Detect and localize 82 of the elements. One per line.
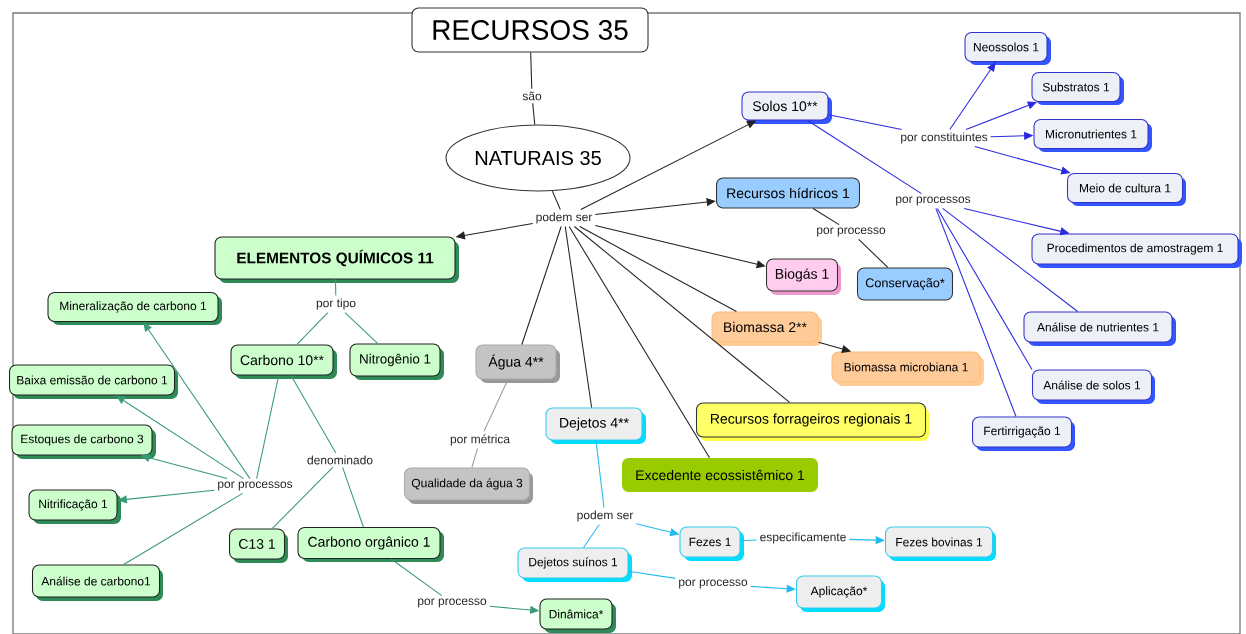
concept-box: Recursos hídricos 1 xyxy=(715,177,861,209)
concept-box: Dejetos 4** xyxy=(545,407,646,444)
connector-line xyxy=(579,226,737,312)
connector-line xyxy=(296,312,329,345)
connector-line xyxy=(935,207,1017,417)
connector-line xyxy=(568,226,711,459)
concept-box: Análise de carbono1 xyxy=(31,564,163,601)
linking-phrase: especificamente xyxy=(757,529,850,547)
concept-box: Aplicação* xyxy=(795,575,885,612)
linking-phrase: por constituintes xyxy=(897,129,991,147)
connector-line xyxy=(942,207,1079,312)
concept-box: Neossolos 1 xyxy=(964,31,1051,65)
concept-box: RECURSOS 35 xyxy=(411,7,649,53)
linking-phrase: podem ser xyxy=(574,507,636,525)
connector-line xyxy=(828,114,903,130)
concept-box: ELEMENTOS QUÍMICOS 11 xyxy=(214,236,459,283)
connector-line xyxy=(471,448,478,468)
connector-line xyxy=(342,466,364,528)
concept-box: Qualidade da água 3 xyxy=(403,467,533,504)
concept-box: Biomassa microbiana 1 xyxy=(831,351,984,386)
concept-box: Carbono orgânico 1 xyxy=(297,526,444,562)
linking-phrase: são xyxy=(519,88,545,103)
concept-box: Biomassa 2** xyxy=(711,311,822,346)
linking-phrase: por processos xyxy=(892,193,974,209)
concept-box: Micronutrientes 1 xyxy=(1033,118,1152,152)
concept-box: Dinâmica* xyxy=(539,598,616,633)
connector-line xyxy=(858,238,889,268)
arrow xyxy=(750,584,796,593)
connector-line xyxy=(583,524,600,548)
concept-box: Mineralização de carbono 1 xyxy=(47,291,222,325)
connector-line xyxy=(573,226,791,403)
linking-phrase: por processos xyxy=(214,478,296,494)
connector-line xyxy=(812,208,840,226)
concept-box: Nitrogênio 1 xyxy=(349,343,444,380)
concept-box: Conservação* xyxy=(856,267,954,301)
connector-line xyxy=(521,226,562,345)
concept-box: Biogás 1 xyxy=(765,258,841,295)
concept-box: Baixa emissão de carbono 1 xyxy=(8,364,178,399)
arrow xyxy=(594,197,716,216)
linking-phrase: por métrica xyxy=(447,431,513,449)
connector-line xyxy=(123,492,244,565)
concept-box: Recursos forrageiros regionais 1 xyxy=(695,402,929,441)
connector-line xyxy=(564,226,593,408)
linking-phrase: por processo xyxy=(813,224,889,240)
concept-box: Análise de nutrientes 1 xyxy=(1023,311,1176,346)
linking-phrase: podem ser xyxy=(533,209,595,227)
connector-line xyxy=(344,312,379,344)
arrow xyxy=(594,224,766,269)
connector-line xyxy=(628,570,676,579)
concept-box: Procedimentos de amostragem 1 xyxy=(1031,233,1242,268)
linking-phrase: denominado xyxy=(304,452,376,468)
concept-box: Fertirrigação 1 xyxy=(971,416,1075,451)
concept-box: Dejetos suínos 1 xyxy=(517,547,632,582)
concept-box: Substratos 1 xyxy=(1031,71,1124,105)
concept-box: Solos 10** xyxy=(741,91,832,124)
concept-box: Carbono 10** xyxy=(230,344,337,379)
connector-line xyxy=(740,539,758,542)
concept-box: Análise de solos 1 xyxy=(1031,369,1155,404)
concept-box: Fezes 1 xyxy=(679,526,744,561)
connector-line xyxy=(807,120,922,195)
arrow xyxy=(949,62,996,130)
concept-box: Meio de cultura 1 xyxy=(1066,172,1186,206)
linking-phrase: por processo xyxy=(414,595,490,611)
concept-box: Excedente ecossistêmico 1 xyxy=(622,458,818,492)
connector-line xyxy=(595,440,605,508)
linking-phrase: por processo xyxy=(675,576,751,592)
connector-line xyxy=(256,375,280,480)
connector-line xyxy=(936,207,1033,370)
connector-line xyxy=(290,375,337,454)
connector-line xyxy=(271,466,334,529)
concept-box: Estoques de carbono 3 xyxy=(11,424,156,459)
connector-line xyxy=(532,102,536,125)
concept-box: Nitrificação 1 xyxy=(28,489,121,524)
connector-line xyxy=(551,190,561,210)
concept-box: C13 1 xyxy=(228,528,288,563)
linking-phrase: por tipo xyxy=(313,295,359,313)
connector-line xyxy=(530,52,533,90)
connector-line xyxy=(390,558,443,597)
arrow xyxy=(143,322,251,480)
concept-box: Água 4** xyxy=(475,344,560,383)
connector-line xyxy=(334,279,337,296)
concept-box: Fezes bovinas 1 xyxy=(884,526,996,561)
